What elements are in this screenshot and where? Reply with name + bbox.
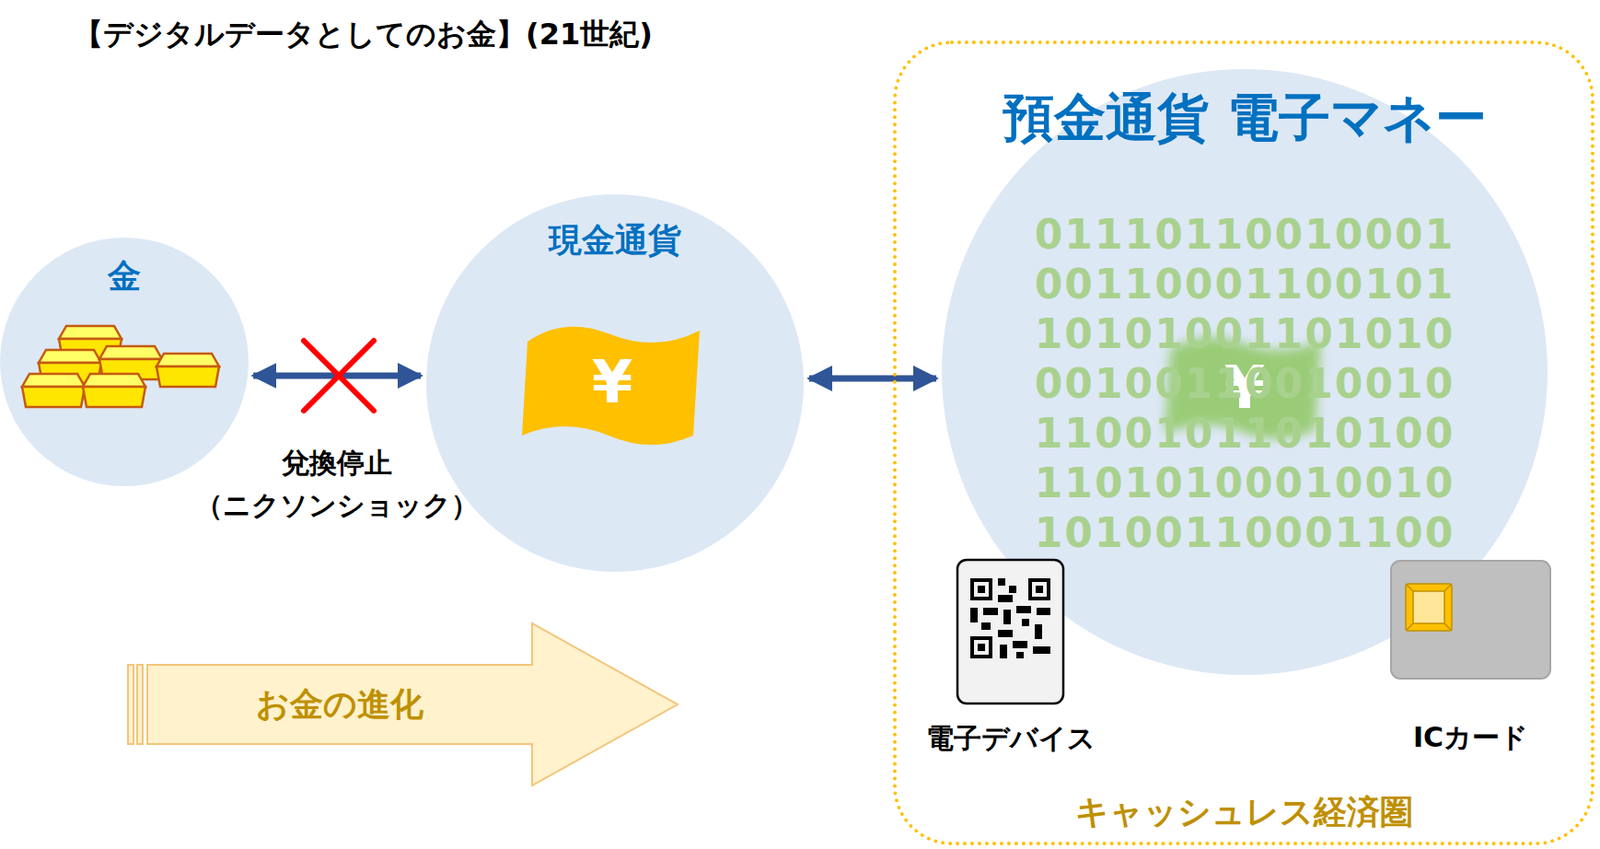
binary-row: 01110110010001 xyxy=(968,209,1521,260)
phone-device xyxy=(955,557,1066,706)
device-label: ICカード xyxy=(1413,718,1529,757)
binary-row: 10101001101010 xyxy=(968,309,1521,360)
binary-row: 10100110001100 xyxy=(968,508,1521,558)
yen-symbol: ¥ xyxy=(566,345,659,419)
gold-circle: 金 xyxy=(0,237,249,487)
circle-heading: 預金通貨 電子マネー xyxy=(941,89,1548,147)
connector-arrow xyxy=(809,375,937,383)
edge-label: 兌換停止 （ニクソンショック） xyxy=(185,441,489,527)
circle-heading: 金 xyxy=(0,254,249,300)
phone-box: 電子デバイス xyxy=(955,557,1066,706)
circle-heading: 現金通貨 xyxy=(426,218,804,264)
device-label: 電子デバイス xyxy=(926,719,1096,758)
zone-label: キャッシュレス経済圏 xyxy=(896,791,1591,832)
binary-row: 11010100010010 xyxy=(968,458,1521,509)
card-box: ICカード xyxy=(1389,558,1553,681)
page-title: 【デジタルデータとしてのお金】(21世紀) xyxy=(73,14,653,56)
cross-mark xyxy=(303,340,374,411)
binary-row: 00110001100101 xyxy=(968,259,1521,310)
binary-row: 00100110010010 xyxy=(968,359,1521,409)
binary-row: 11001011010100 xyxy=(968,408,1521,459)
ic-card xyxy=(1389,558,1553,681)
arrow-label: お金の進化 xyxy=(147,664,533,744)
evolution-arrow: お金の進化 xyxy=(127,620,682,789)
